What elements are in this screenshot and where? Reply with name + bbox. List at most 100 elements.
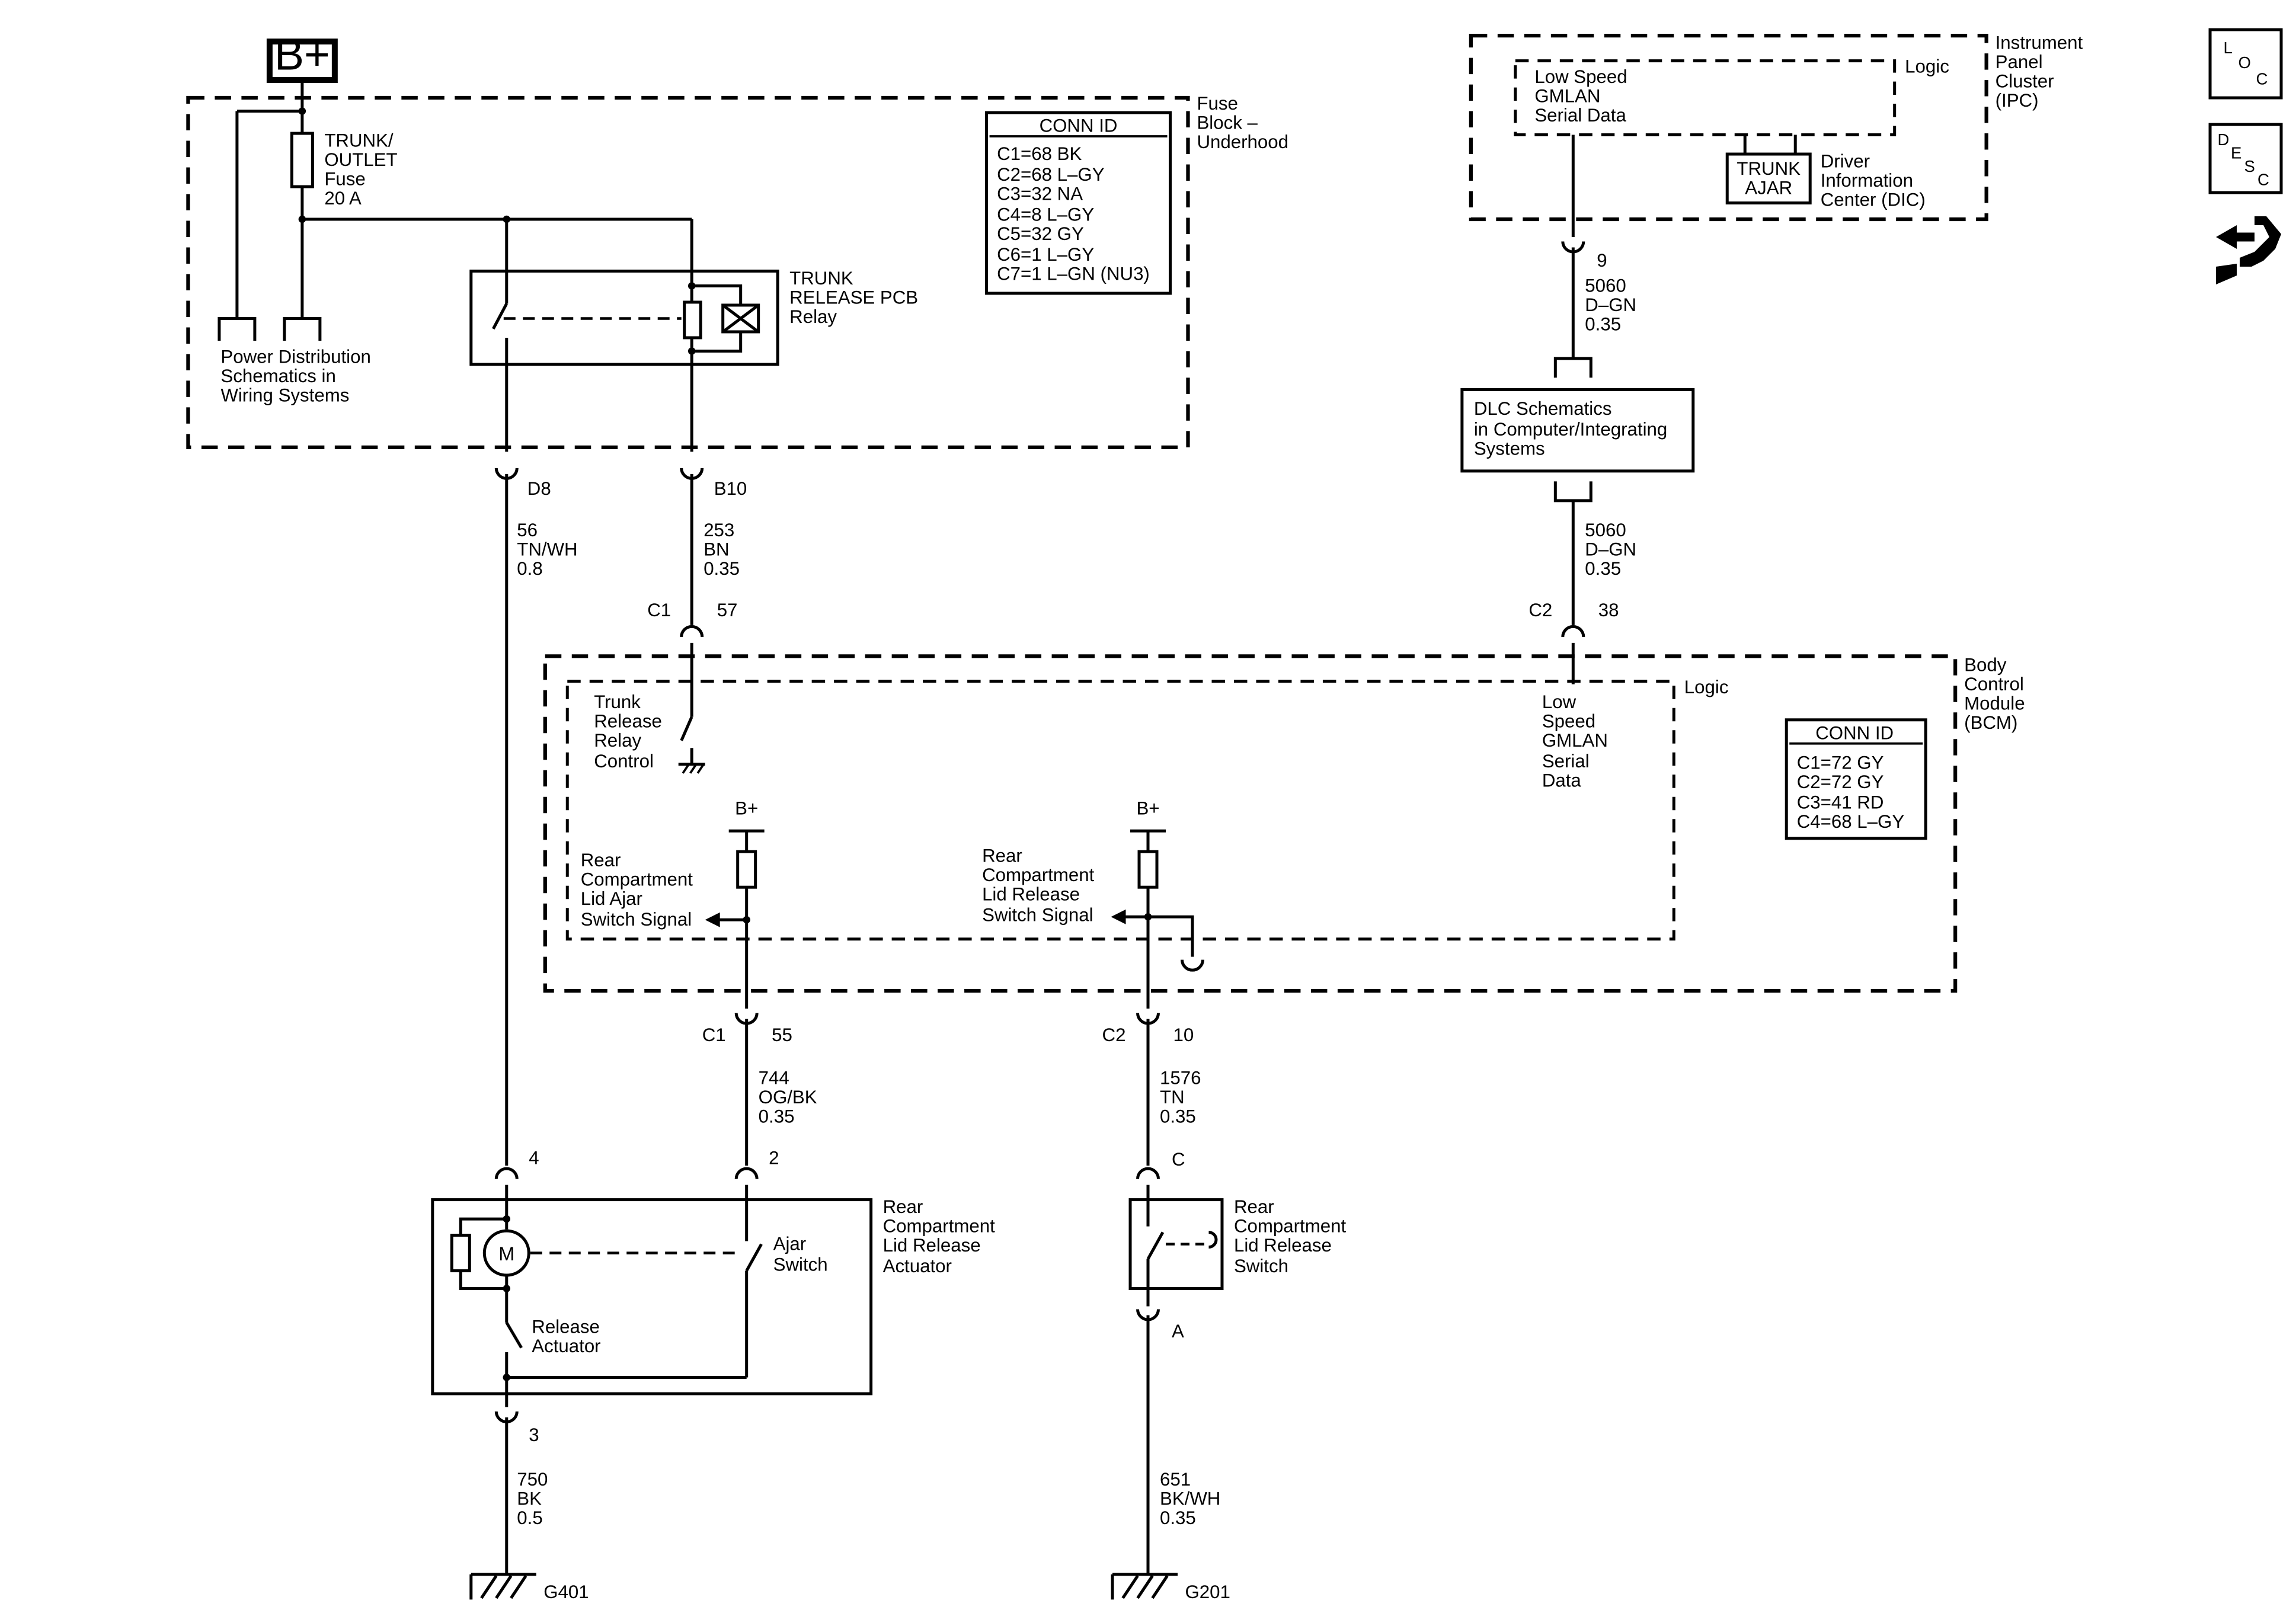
- relay-control-3: Relay: [594, 730, 641, 751]
- dlc-box: DLC Schematics in Computer/Integrating S…: [1460, 388, 1695, 473]
- relay-label-2: RELEASE PCB: [789, 287, 918, 308]
- ipc-label-4: (IPC): [1996, 90, 2039, 111]
- ground-g401: G401: [469, 1573, 589, 1602]
- lid-release-switch: Rear Compartment Lid Release Switch: [1128, 1185, 1347, 1307]
- ipc-gmlan-1: Low Speed: [1534, 66, 1627, 87]
- dic-label-1: Driver: [1821, 151, 1870, 172]
- bcm-conn-id-2: C2=72 GY: [1797, 772, 1884, 792]
- dlc-label-1: DLC Schematics: [1474, 398, 1612, 419]
- power-dist-ref-3: Wiring Systems: [220, 385, 349, 405]
- motor-label: M: [498, 1243, 514, 1265]
- wire-651-color: BK/WH: [1160, 1488, 1220, 1509]
- fuse-conn-id-6: C6=1 L–GY: [997, 244, 1094, 265]
- release-signal-3: Lid Release: [982, 884, 1080, 905]
- wire-5060a-color: D–GN: [1585, 295, 1636, 315]
- fuse-block-label-2: Block –: [1197, 113, 1258, 133]
- actuator-label-2: Compartment: [883, 1216, 996, 1237]
- wire-56-circuit: 56: [517, 520, 538, 540]
- ipc-gmlan-2: GMLAN: [1534, 86, 1600, 107]
- bcm-conn-id-title: CONN ID: [1815, 722, 1894, 743]
- wire-1576-circuit: 1576: [1160, 1068, 1201, 1089]
- actuator-pin-3: 3: [494, 1411, 539, 1445]
- wire-5060b-color: D–GN: [1585, 539, 1636, 559]
- fuse-block: Fuse Block – Underhood TRUNK/ OUTLET Fus…: [186, 80, 1288, 452]
- fuse-conn-id-7: C7=1 L–GN (NU3): [997, 263, 1150, 284]
- ajar-switch-1: Ajar: [773, 1234, 807, 1254]
- ipc-label-3: Cluster: [1996, 71, 2054, 92]
- wire-5060a-circuit: 5060: [1585, 275, 1626, 296]
- ajar-signal-3: Lid Ajar: [581, 888, 642, 909]
- connector-c2-10-conn: C2: [1102, 1025, 1126, 1045]
- desc-letter-s: S: [2244, 157, 2255, 175]
- desc-button[interactable]: D E S C: [2208, 123, 2283, 194]
- switch-label-2: Compartment: [1234, 1216, 1347, 1237]
- bcm-bplus-ajar: B+: [735, 798, 758, 819]
- bcm-label-4: (BCM): [1964, 712, 2017, 733]
- ajar-switch-2: Switch: [773, 1254, 828, 1275]
- wire-744-color: OG/BK: [759, 1087, 817, 1108]
- wire-750-color: BK: [517, 1488, 542, 1509]
- relay-control-2: Release: [594, 710, 662, 731]
- fuse-conn-id-3: C3=32 NA: [997, 184, 1083, 204]
- bcm-bplus-release: B+: [1136, 798, 1159, 819]
- battery-label: B+: [274, 30, 330, 79]
- switch-label-3: Lid Release: [1234, 1235, 1332, 1256]
- connector-d8-label: D8: [527, 478, 551, 499]
- connector-c2-10: C2 10: [1102, 1013, 1194, 1045]
- wire-744-size: 0.35: [759, 1106, 795, 1127]
- relay-control-4: Control: [594, 751, 654, 772]
- fuse-conn-id-2: C2=68 L–GY: [997, 164, 1105, 185]
- connector-tool-icon[interactable]: [2216, 216, 2282, 284]
- bcm-conn-id-4: C4=68 L–GY: [1797, 811, 1905, 832]
- release-signal-2: Compartment: [982, 865, 1095, 885]
- desc-letter-d: D: [2218, 130, 2230, 149]
- bcm-conn-id-3: C3=41 RD: [1797, 792, 1884, 813]
- wire-253-circuit: 253: [703, 520, 734, 540]
- dic-label-3: Center (DIC): [1821, 190, 1926, 210]
- actuator-pin-2: 2: [734, 1148, 779, 1179]
- ipc-gmlan-3: Serial Data: [1534, 105, 1626, 126]
- ajar-signal-1: Rear: [581, 850, 621, 870]
- ground-g401-label: G401: [543, 1582, 589, 1602]
- wire-750-size: 0.5: [517, 1507, 542, 1528]
- bcm-conn-id-1: C1=72 GY: [1797, 752, 1884, 773]
- wire-5060b-circuit: 5060: [1585, 520, 1626, 540]
- bcm-label-3: Module: [1964, 693, 2025, 713]
- switch-pin-a-label: A: [1172, 1321, 1184, 1342]
- connector-c1-57-conn: C1: [647, 600, 671, 620]
- wire-56-size: 0.8: [517, 558, 542, 579]
- release-actuator-2: Actuator: [532, 1336, 600, 1356]
- connector-ipc-9: 9: [1561, 241, 1607, 271]
- wire-651-circuit: 651: [1160, 1469, 1191, 1490]
- wire-651-size: 0.35: [1160, 1507, 1196, 1528]
- ipc-label-1: Instrument: [1996, 33, 2083, 53]
- sw-pin-a: A: [1136, 1309, 1184, 1342]
- connector-c1-55: C1 55: [702, 1013, 792, 1045]
- fuse-block-label-1: Fuse: [1197, 93, 1237, 114]
- loc-letter-l: L: [2224, 39, 2233, 57]
- bcm-gmlan-4: Serial: [1542, 751, 1590, 772]
- release-signal-4: Switch Signal: [982, 905, 1093, 926]
- fuse-conn-id-title: CONN ID: [1040, 116, 1118, 136]
- switch-pin-c-label: C: [1172, 1149, 1185, 1170]
- desc-letter-e: E: [2231, 144, 2241, 162]
- connector-c2-38-conn: C2: [1528, 600, 1552, 620]
- loc-button[interactable]: L O C: [2208, 28, 2283, 100]
- fuse-block-label-3: Underhood: [1197, 132, 1288, 152]
- bcm-gmlan-2: Speed: [1542, 710, 1595, 731]
- fuse-label-4: 20 A: [324, 188, 362, 209]
- actuator-label-4: Actuator: [883, 1256, 952, 1276]
- lid-release-actuator: Rear Compartment Lid Release Actuator M …: [431, 1185, 996, 1407]
- wire-750-circuit: 750: [517, 1469, 548, 1490]
- power-dist-ref-2: Schematics in: [220, 366, 335, 386]
- actuator-pin-3-label: 3: [529, 1425, 539, 1445]
- fuse-label-1: TRUNK/: [324, 130, 394, 151]
- wire-1576-color: TN: [1160, 1087, 1185, 1108]
- bcm-logic-label: Logic: [1684, 677, 1729, 697]
- bcm-gmlan-5: Data: [1542, 770, 1582, 790]
- actuator-pin-4-label: 4: [529, 1148, 539, 1169]
- battery-box: B+: [266, 30, 338, 84]
- trunk-ajar-2: AJAR: [1745, 178, 1792, 199]
- dic-label-2: Information: [1821, 170, 1913, 191]
